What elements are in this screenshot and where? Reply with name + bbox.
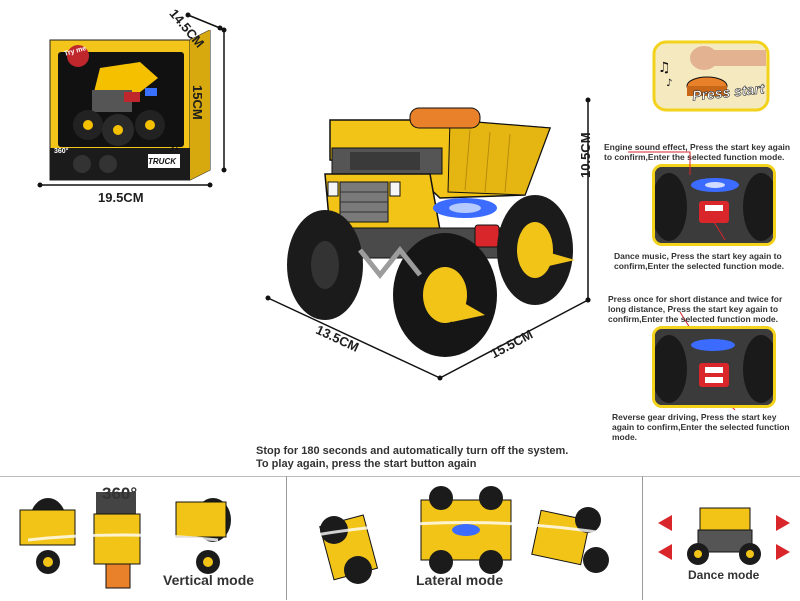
dance-mode-illustration — [658, 507, 790, 565]
dance-mode-panel: Dance mode — [650, 480, 796, 596]
notice-line-1: Stop for 180 seconds and automatically t… — [256, 445, 569, 457]
package-width-label: 19.5CM — [98, 190, 144, 205]
notice-line-2: To play again, press the start button ag… — [256, 458, 477, 470]
lateral-mode-caption: Lateral mode — [416, 572, 504, 588]
brand-logo: TRUCK — [148, 157, 176, 166]
function-panel-top-illustration — [655, 167, 773, 243]
truck-illustration — [287, 107, 575, 357]
press-once-text: Press once for short distance and twice … — [608, 294, 783, 324]
mode-divider-2 — [642, 476, 643, 600]
dance-mode-caption: Dance mode — [688, 568, 760, 582]
age-badge: 3+ — [170, 144, 180, 153]
vertical-mode-illustration — [19, 492, 231, 589]
vertical-mode-caption: Vertical mode — [163, 572, 255, 588]
auto-off-notice: Stop for 180 seconds and automatically t… — [256, 445, 568, 471]
dance-music-text: Dance music, Press the start key again t… — [614, 251, 785, 271]
reverse-gear-text: Reverse gear driving, Press the start ke… — [612, 412, 790, 442]
product-truck — [270, 100, 590, 360]
product-dimension-lines — [265, 97, 591, 381]
function-panel-bottom-illustration — [655, 329, 773, 405]
package-box: Try me 360° TRUCK 3+ — [30, 30, 220, 190]
svg-text:♪: ♪ — [666, 78, 672, 89]
lateral-mode-panel: Lateral mode — [296, 480, 636, 596]
engine-sound-text: Engine sound effect, Press the start key… — [604, 142, 791, 162]
modes-strip — [0, 476, 800, 601]
lateral-mode-illustration — [315, 486, 617, 584]
box-angle-badge: 360° — [54, 148, 69, 155]
press-start-illustration: ♫ ♪ — [652, 40, 770, 112]
svg-text:♫: ♫ — [658, 60, 671, 76]
function-panel-top — [652, 164, 776, 246]
mode-divider-1 — [286, 476, 287, 600]
package-dimension-lines — [37, 12, 227, 188]
press-start-panel: ♫ ♪ Press start — [652, 40, 770, 112]
vertical-mode-panel: 360° Vertical mode — [8, 480, 278, 596]
function-panel-bottom — [652, 326, 776, 408]
package-box-illustration — [49, 30, 211, 181]
angle-label: 360° — [102, 484, 138, 503]
